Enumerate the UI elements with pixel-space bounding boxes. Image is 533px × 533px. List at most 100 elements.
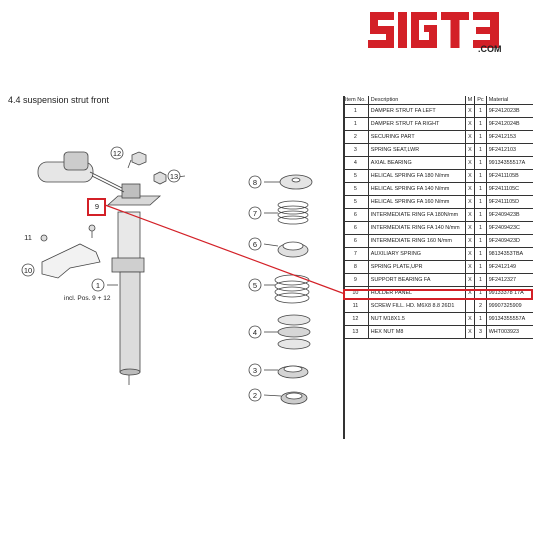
row-m: X — [465, 234, 476, 248]
row-pc: 1 — [474, 221, 487, 235]
row-description: AUXILIARY SPRING — [368, 247, 466, 261]
row-pc: 1 — [474, 117, 487, 131]
row-m: X — [465, 273, 476, 287]
row-description: INTERMEDIATE RING FA 140 N/mm — [368, 221, 466, 235]
row-m: X — [465, 208, 476, 222]
row-description: AXIAL BEARING — [368, 156, 466, 170]
row-description: SUPPORT BEARING FA — [368, 273, 466, 287]
row-item-no: 2 — [343, 130, 369, 144]
row-description: INTERMEDIATE RING FA 180N/mm — [368, 208, 466, 222]
row-m: X — [465, 169, 476, 183]
exploded-diagram: 12 13 10 1 8 7 6 5 4 3 2 11 9 incl. Pos.… — [21, 146, 313, 405]
callout-2: 2 — [253, 391, 257, 400]
holder-panel — [41, 243, 101, 279]
row-material: 9F2409423B — [486, 208, 533, 222]
header-pc: Pc — [474, 96, 487, 105]
row-pc: 1 — [474, 312, 487, 326]
row-item-no: 6 — [343, 221, 369, 235]
row-pc: 3 — [474, 325, 487, 339]
part-3-spring-seat — [277, 365, 309, 379]
row-pc: 1 — [474, 234, 487, 248]
row-item-no: 11 — [343, 299, 369, 313]
row-material: 9F2412149 — [486, 260, 533, 274]
row-m: X — [465, 260, 476, 274]
row-item-no: 3 — [343, 143, 369, 157]
row-material: 9F2412023B — [486, 104, 533, 118]
callout-3: 3 — [253, 366, 257, 375]
row-item-no: 1 — [343, 104, 369, 118]
row-item-no: 5 — [343, 182, 369, 196]
row-m: X — [465, 221, 476, 235]
row-item-no: 4 — [343, 156, 369, 170]
callout-4: 4 — [253, 328, 257, 337]
row-m: X — [465, 182, 476, 196]
row-m: X — [465, 195, 476, 209]
sigt3-logo — [368, 12, 499, 48]
row-m: X — [465, 130, 476, 144]
row-material: 9F2409423D — [486, 234, 533, 248]
row-description: HELICAL SPRING FA 160 N/mm — [368, 195, 466, 209]
row-description: SCREW FILL. HD. M6X8 8.8 26D1 — [368, 299, 466, 313]
row-m: X — [465, 247, 476, 261]
part-5-helical-spring — [274, 274, 310, 304]
row-m: X — [465, 117, 476, 131]
row-m: X — [465, 143, 476, 157]
nut-12 — [131, 151, 147, 166]
row-material: 99907325909 — [486, 299, 533, 313]
section-title: 4.4 suspension strut front — [8, 95, 110, 105]
row-pc: 1 — [474, 169, 487, 183]
row-pc: 1 — [474, 143, 487, 157]
header-description: Description — [368, 96, 466, 105]
row-pc: 1 — [474, 208, 487, 222]
row-description: DAMPER STRUT FA LEFT — [368, 104, 466, 118]
row-item-no: 5 — [343, 195, 369, 209]
row-m: X — [465, 325, 476, 339]
row-m: X — [465, 104, 476, 118]
row-item-no: 5 — [343, 169, 369, 183]
row-m: X — [465, 312, 476, 326]
row-material: 9F2409423C — [486, 221, 533, 235]
row-description: SECURING PART — [368, 130, 466, 144]
row-description: HELICAL SPRING FA 140 N/mm — [368, 182, 466, 196]
callout-5: 5 — [253, 281, 257, 290]
header-m: M — [465, 96, 476, 105]
row-item-no: 12 — [343, 312, 369, 326]
row-material: 99134355517A — [486, 156, 533, 170]
row-description: SPRING PLATE,UPR — [368, 260, 466, 274]
callout-12: 12 — [113, 149, 121, 158]
row-material: 9F2412103 — [486, 143, 533, 157]
row-description: DAMPER STRUT FA RIGHT — [368, 117, 466, 131]
row-description: HEX NUT M8 — [368, 325, 466, 339]
row-9-highlight — [343, 289, 533, 300]
row-material: 9F2412024B — [486, 117, 533, 131]
row-item-no: 8 — [343, 260, 369, 274]
part-6-intermediate-ring — [277, 241, 309, 258]
row-pc: 1 — [474, 273, 487, 287]
callout-11: 11 — [24, 233, 32, 242]
row-item-no: 1 — [343, 117, 369, 131]
part-4-axial-bearing — [277, 314, 311, 350]
callout-1: 1 — [96, 281, 100, 290]
callout-8: 8 — [253, 178, 257, 187]
row-item-no: 13 — [343, 325, 369, 339]
row-pc: 1 — [474, 130, 487, 144]
